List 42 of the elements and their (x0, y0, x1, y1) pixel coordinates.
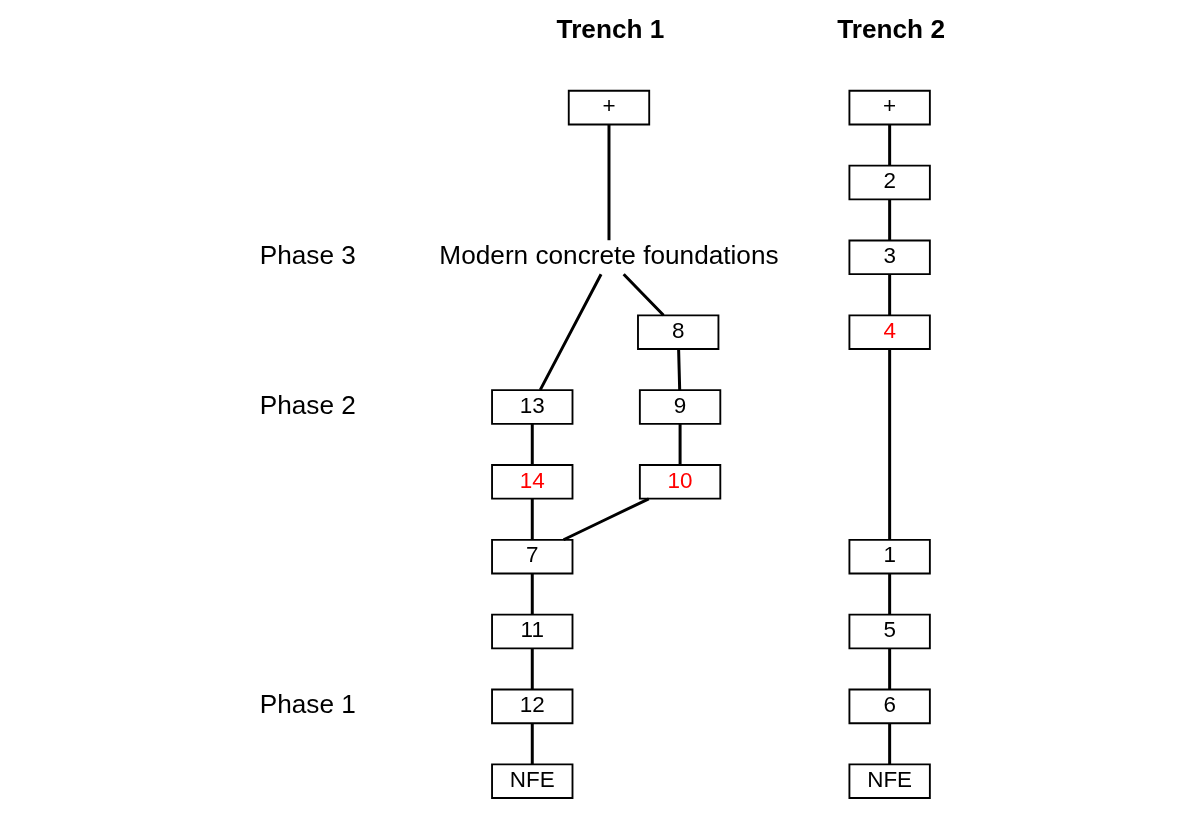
node-box: 8 (636, 314, 719, 350)
node-box: 12 (490, 688, 573, 725)
connector (678, 423, 682, 465)
label: Trench 2 (836, 13, 945, 44)
label: Phase 3 (259, 240, 356, 271)
connector (530, 573, 534, 615)
connector (530, 648, 534, 690)
connector (530, 498, 534, 540)
node-box: 14 (490, 464, 573, 500)
node-box: 1 (847, 538, 931, 575)
connector (530, 423, 534, 465)
node-box: 10 (638, 464, 721, 500)
node-box: 13 (490, 389, 573, 425)
node-box: 9 (638, 389, 721, 425)
node-box: 2 (847, 164, 931, 201)
connector (530, 723, 534, 765)
node-text: Modern concrete foundations (438, 240, 779, 271)
node-box: 5 (847, 613, 931, 650)
node-box: + (567, 89, 650, 126)
connector (538, 273, 602, 391)
node-box: 11 (490, 613, 573, 650)
connector (887, 199, 891, 241)
connector (887, 124, 891, 166)
connector (562, 497, 649, 542)
node-box: 3 (847, 239, 931, 276)
connector (887, 349, 891, 540)
connector (887, 274, 891, 316)
connector (887, 573, 891, 615)
node-box: 6 (847, 688, 931, 725)
connector (607, 124, 610, 241)
node-box: 4 (847, 314, 931, 350)
label: Trench 1 (556, 13, 664, 44)
connector (622, 273, 665, 317)
node-box: NFE (490, 763, 573, 799)
label: Phase 2 (259, 389, 356, 420)
connector (887, 648, 891, 690)
label: Phase 1 (259, 689, 356, 720)
node-box: + (847, 89, 931, 126)
connector (676, 349, 681, 391)
node-box: 7 (490, 538, 573, 575)
connector (887, 723, 891, 765)
node-box: NFE (847, 763, 931, 799)
